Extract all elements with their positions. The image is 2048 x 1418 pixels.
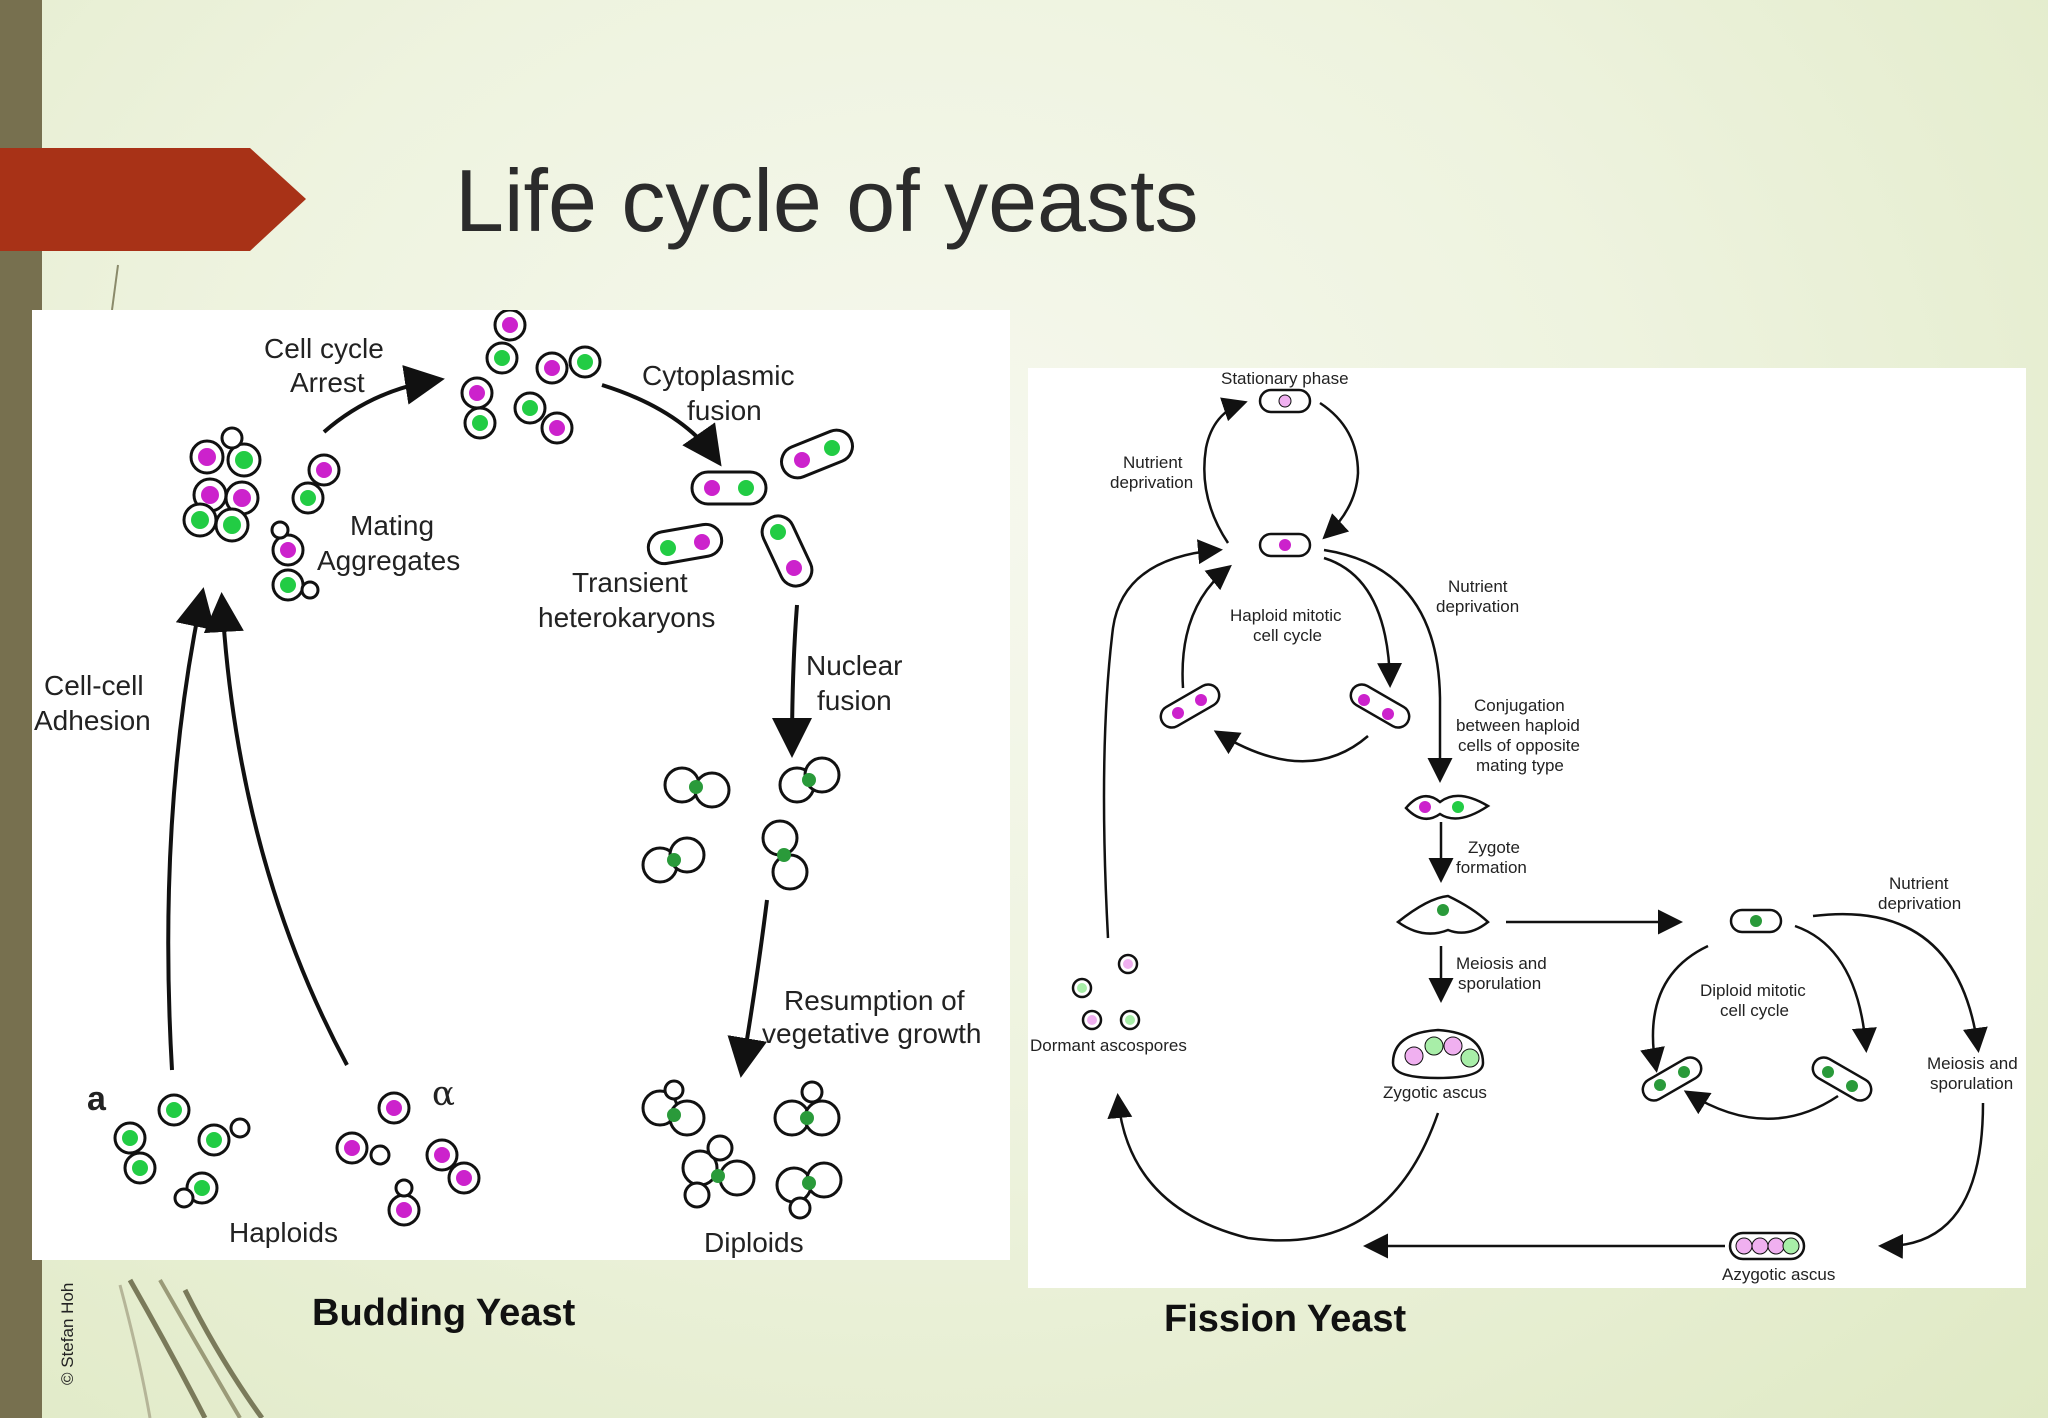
label-alpha: α [432, 1074, 455, 1114]
caption-fission-yeast: Fission Yeast [1164, 1298, 1407, 1340]
label-arrest: Arrest [290, 367, 365, 398]
label-meiosis-2b: sporulation [1930, 1074, 2013, 1093]
label-stationary-phase: Stationary phase [1221, 369, 1349, 388]
label-meiosis-1b: sporulation [1458, 974, 1541, 993]
label-nutrient-1b: deprivation [1110, 473, 1193, 492]
label-resumption: Resumption of [784, 985, 965, 1016]
label-haploids: Haploids [229, 1217, 338, 1248]
label-zygotic-ascus: Zygotic ascus [1383, 1083, 1487, 1102]
nuclear-fusion-cells [641, 756, 841, 891]
label-zygote-a: Zygote [1468, 838, 1520, 857]
title-arrow-shape [0, 148, 306, 251]
fission-yeast-diagram: Stationary phase Nutrient deprivation Nu… [1028, 368, 2026, 1288]
fission-cells [1071, 388, 1873, 1261]
copyright-text: © Stefan Hoh [58, 1282, 77, 1385]
label-heterokaryons: heterokaryons [538, 602, 715, 633]
label-azygotic-ascus: Azygotic ascus [1722, 1265, 1835, 1284]
label-cell-cell: Cell-cell [44, 670, 144, 701]
label-diploid-a: Diploid mitotic [1700, 981, 1806, 1000]
fission-arrows [1102, 397, 1988, 1259]
label-nutrient-2a: Nutrient [1448, 577, 1508, 596]
label-nutrient-2b: deprivation [1436, 597, 1519, 616]
label-diploid-b: cell cycle [1720, 1001, 1789, 1020]
label-cell-cycle: Cell cycle [264, 333, 384, 364]
budding-arrows [166, 365, 813, 1078]
label-zygote-b: formation [1456, 858, 1527, 877]
caption-budding-yeast: Budding Yeast [312, 1292, 576, 1334]
label-meiosis-1a: Meiosis and [1456, 954, 1547, 973]
slide-title: Life cycle of yeasts [455, 151, 1199, 250]
label-aggregates: Aggregates [317, 545, 460, 576]
label-nuclear-fusion: fusion [817, 685, 892, 716]
label-haploid-a: Haploid mitotic [1230, 606, 1342, 625]
label-diploids: Diploids [704, 1227, 804, 1258]
mating-aggregates-cells [182, 426, 341, 602]
label-conjugation-c: cells of opposite [1458, 736, 1580, 755]
label-meiosis-2a: Meiosis and [1927, 1054, 2018, 1073]
label-nutrient-3b: deprivation [1878, 894, 1961, 913]
label-dormant-ascospores: Dormant ascospores [1030, 1036, 1187, 1055]
label-adhesion: Adhesion [34, 705, 151, 736]
transient-heterokaryon-cells [646, 428, 854, 588]
label-conjugation-d: mating type [1476, 756, 1564, 775]
haploid-cells [113, 1091, 481, 1227]
label-fusion: fusion [687, 395, 762, 426]
label-mating: Mating [350, 510, 434, 541]
label-haploid-b: cell cycle [1253, 626, 1322, 645]
budding-yeast-diagram: Cell cycle Arrest Cytoplasmic fusion Mat… [32, 308, 1010, 1260]
label-transient: Transient [572, 567, 688, 598]
label-nutrient-1a: Nutrient [1123, 453, 1183, 472]
cell-cycle-arrest-cells [460, 308, 602, 445]
label-conjugation-b: between haploid [1456, 716, 1580, 735]
label-cytoplasmic: Cytoplasmic [642, 360, 794, 391]
label-conjugation-a: Conjugation [1474, 696, 1565, 715]
label-nuclear: Nuclear [806, 650, 902, 681]
label-vegetative: vegetative growth [762, 1018, 981, 1049]
diploid-cells [641, 1079, 843, 1220]
label-nutrient-3a: Nutrient [1889, 874, 1949, 893]
label-a: a [87, 1080, 107, 1118]
